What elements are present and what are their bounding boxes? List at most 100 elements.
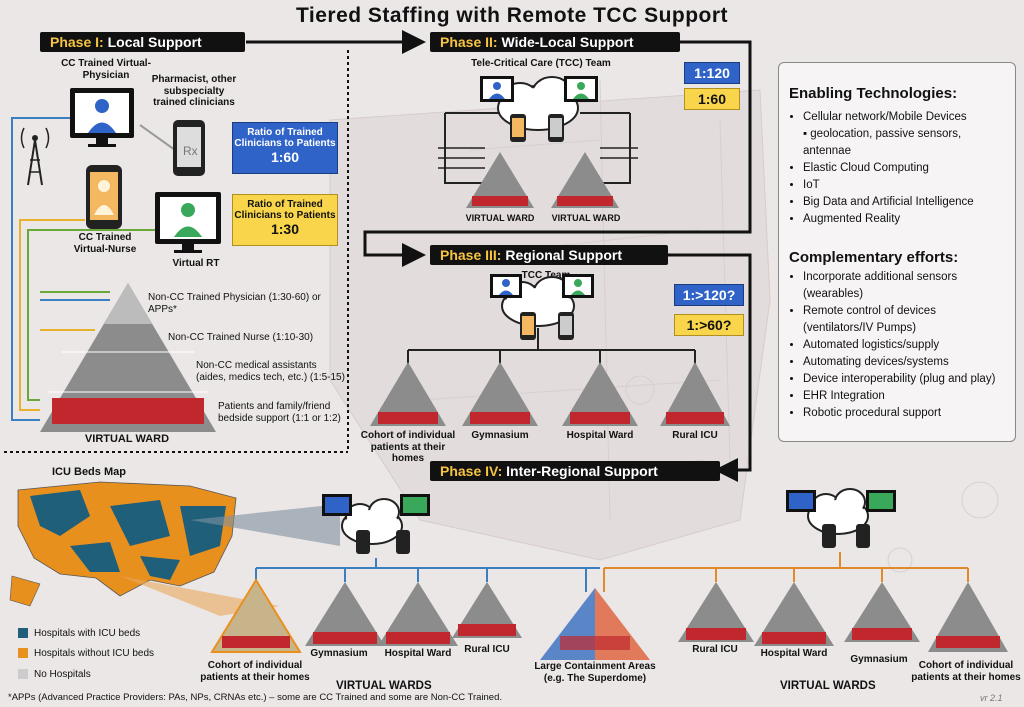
phase-4-header: Phase IV: Inter-Regional Support [430,461,720,481]
legend-label-icu: Hospitals with ICU beds [34,628,141,639]
phase3-ward-gymnasium: Gymnasium [471,430,529,441]
phase2-ratio-blue: 1:120 [684,62,740,84]
phase-1-header: Phase I: Local Support [40,32,245,52]
phase4-ward-gym-right [844,582,920,642]
phase2-ward-label-1: VIRTUAL WARD [465,213,535,223]
phase1-ratio-yellow: Ratio of Trained Clinicians to Patients … [232,194,338,246]
tier-nurse: Non-CC Trained Nurse (1:10-30) [168,332,314,343]
complementary-item: Robotic procedural support [803,405,1009,422]
phase4-ward-rural-left [452,582,522,638]
legend-label-none: No Hospitals [34,669,91,680]
version-label: vr 2.1 [980,693,1003,703]
phase-2-header: Phase II: Wide-Local Support [430,32,680,52]
phase3-ward-hospital: Hospital Ward [566,430,634,441]
map-title: ICU Beds Map [52,466,126,478]
ward-pyramid-hospital [562,362,638,426]
complementary-item: Device interoperability (plug and play) [803,371,1009,388]
tier-physician: Non-CC Trained Physician (1:30-60) or AP… [148,292,321,315]
phase3-graphic [370,274,730,426]
technologies-panel: Enabling Technologies: Cellular network/… [778,62,1016,442]
phase4-ward-hospital-right [754,582,834,646]
virtual-wards-left-label: VIRTUAL WARDS [336,680,432,692]
virtual-ward-pyramid [40,283,216,432]
virtual-nurse-label: CC Trained Virtual-Nurse [73,232,137,255]
phase4-right-ward-gym: Gymnasium [850,654,908,665]
nurse-phone-icon [510,114,526,142]
phase1-connectors: Rx [11,88,221,432]
phase4-graphic [9,481,1008,679]
enabling-item: Augmented Reality [803,211,1009,228]
virtual-ward-label: VIRTUAL WARD [84,433,170,445]
enabling-subitem: ▪ geolocation, passive sensors, antennae [803,128,962,157]
phase3-ratio-blue: 1:>120? [674,284,744,306]
pharmacist-phone-icon: Rx [173,120,205,176]
enabling-item: Elastic Cloud Computing [803,160,1009,177]
phase4-ward-homes-left [210,578,302,653]
complementary-item: Automated logistics/supply [803,337,1009,354]
phase3-ward-rural: Rural ICU [672,430,718,441]
phase4-ward-hospital-left [378,582,458,646]
physician-monitor-icon [490,274,522,298]
left-tcc-cloud [322,494,430,554]
enabling-item: Big Data and Artificial Intelligence [803,194,1009,211]
phase4-ward-rural-right [678,582,754,642]
svg-text:Rx: Rx [183,144,198,158]
ward-pyramid-gymnasium [462,362,538,426]
complementary-item: Incorporate additional sensors (wearable… [803,269,1009,303]
virtual-rt-monitor-icon [155,192,221,253]
physician-monitor-icon [480,76,514,102]
phase2-graphic [438,76,638,208]
phase3-team-label: TCC Team [521,270,571,281]
legend-label-no-icu: Hospitals without ICU beds [34,648,155,659]
ward-pyramid-rural-icu [660,362,730,426]
complementary-list: Incorporate additional sensors (wearable… [793,269,1009,422]
phase2-team-label: Tele-Critical Care (TCC) Team [471,58,611,69]
phase4-left-ward-rural: Rural ICU [464,644,510,655]
virtual-physician-label: CC Trained Virtual-Physician [61,58,151,81]
phase4-left-ward-hospital: Hospital Ward [384,648,452,659]
ward-pyramid-2 [551,152,619,208]
phase3-ratio-yellow: 1:>60? [674,314,744,336]
virtual-nurse-phone-icon [86,165,122,229]
legend-swatch-no-icu [18,648,28,658]
enabling-item: IoT [803,177,1009,194]
nurse-phone-icon [520,312,536,340]
phase4-left-ward-gym: Gymnasium [310,648,368,659]
virtual-physician-monitor-icon [70,88,134,147]
phase1-ratio-blue: Ratio of Trained Clinicians to Patients … [232,122,338,174]
enabling-title: Enabling Technologies: [789,85,958,102]
legend-swatch-icu [18,628,28,638]
phase4-center-ward: Large Containment Areas (e.g. The Superd… [534,661,656,684]
phase4-ward-homes-right [928,582,1008,652]
footnote: *APPs (Advanced Practice Providers: PAs,… [8,692,503,703]
legend-swatch-none [18,669,28,679]
containment-area-pyramid [540,588,650,660]
right-tcc-cloud [786,488,896,548]
virtual-rt-label: Virtual RT [172,258,220,269]
tier-patients: Patients and family/friend bedside suppo… [218,401,341,424]
pharmacist-phone-icon [558,312,574,340]
enabling-item: Cellular network/Mobile Devices [803,109,1009,126]
antenna-tower-icon [20,127,50,186]
phase2-ratio-yellow: 1:60 [684,88,740,110]
ward-pyramid-homes [370,362,446,426]
phase2-ward-label-2: VIRTUAL WARD [551,213,621,223]
enabling-list: Cellular network/Mobile Devices ▪ geoloc… [793,109,1009,228]
us-icu-map [9,481,237,607]
phase-3-header: Phase III: Regional Support [430,245,668,265]
complementary-item: Automating devices/systems [803,354,1009,371]
tier-assistants: Non-CC medical assistants (aides, medics… [196,360,345,383]
phase4-left-ward-homes: Cohort of individual patients at their h… [200,660,310,683]
ward-pyramid-1 [466,152,534,208]
complementary-title: Complementary efforts: [789,249,959,266]
page-title: Tiered Staffing with Remote TCC Support [295,4,729,27]
phase4-right-ward-homes: Cohort of individual patients at their h… [911,660,1021,683]
phase4-ward-gym-left [305,582,385,646]
phase4-right-ward-hospital: Hospital Ward [760,648,828,659]
phase4-right-ward-rural: Rural ICU [692,644,738,655]
rt-monitor-icon [564,76,598,102]
complementary-item: EHR Integration [803,388,1009,405]
pharmacist-label: Pharmacist, other subspecialty trained c… [151,74,237,108]
pharmacist-phone-icon [548,114,564,142]
